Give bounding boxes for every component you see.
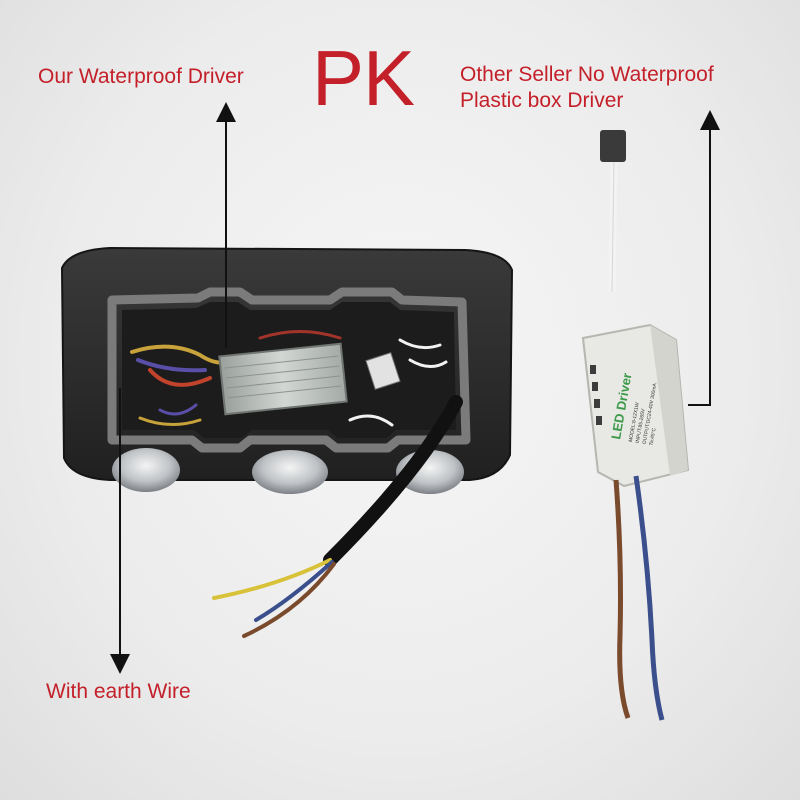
waterproof-driver-module xyxy=(218,342,401,416)
led-driver-spec-4: Ta:45°C xyxy=(649,427,658,446)
other-seller-label-line1: Other Seller No Waterproof xyxy=(460,63,714,86)
other-seller-label-line2: Plastic box Driver xyxy=(460,89,624,112)
other-seller-label: Other Seller No Waterproof Plastic box D… xyxy=(460,62,714,114)
earth-wire-label: With earth Wire xyxy=(46,680,191,703)
plastic-driver: LED Driver MODEL:8-12X1W INPUT:85-265V O… xyxy=(581,130,690,721)
annotation-arrows xyxy=(110,102,720,674)
lens-middle xyxy=(252,450,328,494)
internal-wires xyxy=(130,330,448,427)
arrow-plastic-driver xyxy=(688,110,720,406)
our-waterproof-driver-label: Our Waterproof Driver xyxy=(38,65,244,88)
housing-cable xyxy=(212,395,463,638)
pk-label: PK xyxy=(312,34,415,122)
lens-left xyxy=(112,448,180,492)
